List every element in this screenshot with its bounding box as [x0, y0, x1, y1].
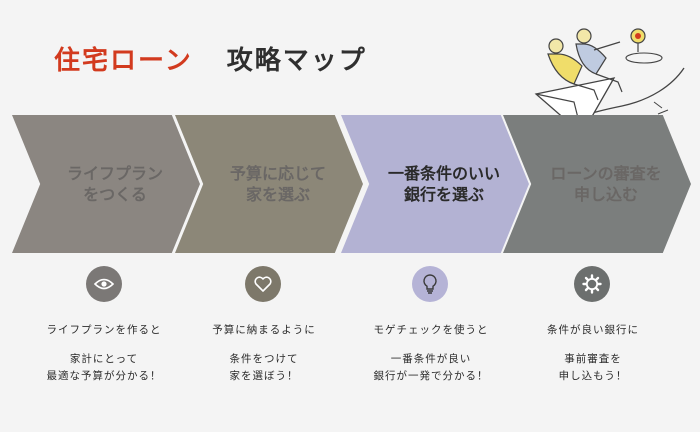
- caption-body: 事前審査を 申し込もう！: [558, 353, 628, 382]
- step-caption: 予算に納まるように 条件をつけて 家を選ぼう！: [184, 322, 344, 385]
- step-chevron-lifeplan: ライフプラン をつくる: [12, 115, 200, 253]
- step-caption: モゲチェックを使うと 一番条件が良い 銀行が一発で分かる！: [351, 322, 511, 385]
- caption-body: 一番条件が良い 銀行が一発で分かる！: [373, 353, 489, 382]
- title-accent: 住宅ローン: [54, 46, 193, 76]
- heart-icon: [245, 266, 281, 302]
- step-caption: 条件が良い銀行に 事前審査を 申し込もう！: [513, 322, 673, 385]
- step-label: 一番条件のいい 銀行を選ぶ: [387, 164, 500, 204]
- caption-body: 家計にとって 最適な予算が分かる！: [46, 353, 162, 382]
- caption-body: 条件をつけて 家を選ぼう！: [229, 353, 299, 382]
- step-chevron-choose-house: 予算に応じて 家を選ぶ: [175, 115, 363, 253]
- step-label: ローンの審査を 申し込む: [550, 164, 662, 204]
- caption-head: 予算に納まるように: [212, 324, 316, 336]
- people-on-paper-plane-illustration: [531, 28, 685, 140]
- caption-head: モゲチェックを使うと: [373, 324, 489, 336]
- step-caption: ライフプランを作ると 家計にとって 最適な予算が分かる！: [24, 322, 184, 385]
- step-chevron-choose-bank: 一番条件のいい 銀行を選ぶ: [341, 115, 529, 253]
- step-label: ライフプラン をつくる: [66, 164, 163, 204]
- title-main: 攻略マップ: [226, 46, 367, 76]
- lightbulb-icon: [412, 266, 448, 302]
- gear-icon: [574, 266, 610, 302]
- caption-head: ライフプランを作ると: [46, 324, 162, 336]
- caption-head: 条件が良い銀行に: [547, 324, 639, 336]
- step-chevron-apply-loan: ローンの審査を 申し込む: [503, 115, 691, 253]
- page-title: 住宅ローン 攻略マップ: [54, 40, 367, 77]
- eye-icon: [86, 266, 122, 302]
- step-label: 予算に応じて 家を選ぶ: [229, 164, 326, 204]
